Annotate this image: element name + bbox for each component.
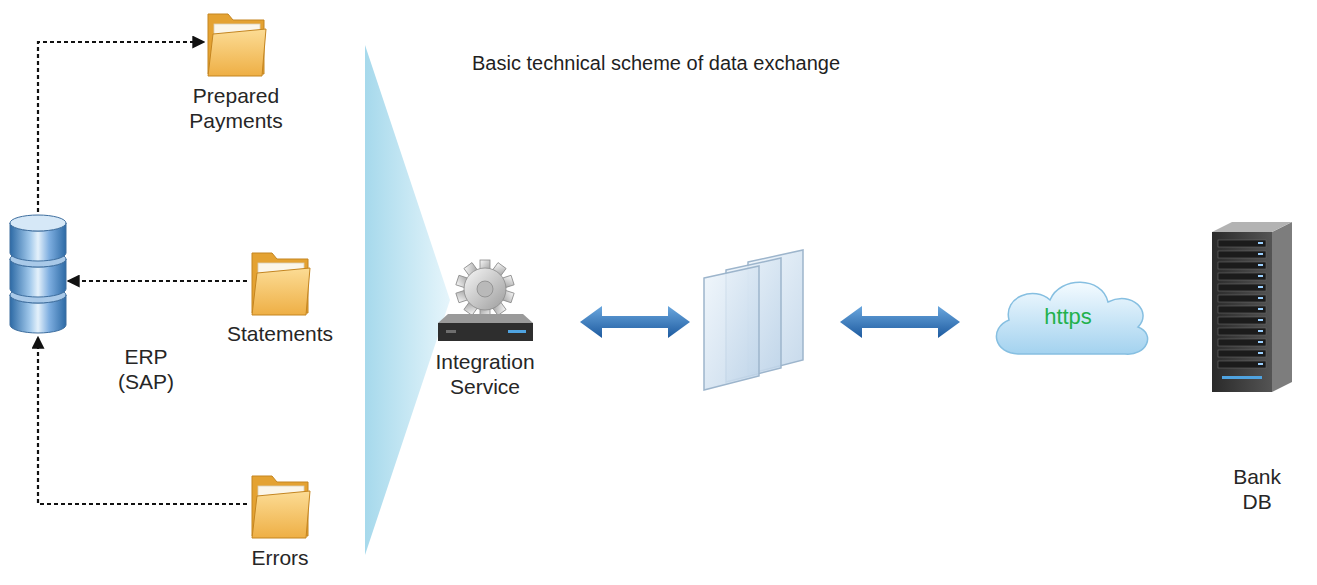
node-label: Prepared Payments: [189, 84, 282, 134]
node-label: Bank DB: [1226, 465, 1288, 515]
double-arrow: [840, 306, 960, 338]
rack-top: [1212, 222, 1292, 232]
rack-led: [1258, 330, 1263, 332]
rack-slot: [1218, 284, 1266, 291]
rack-led: [1258, 264, 1263, 266]
rack-slot: [1218, 251, 1266, 258]
diagram-title: Basic technical scheme of data exchange: [472, 52, 840, 75]
node-icon: [1212, 222, 1292, 394]
node-icon: [250, 468, 310, 540]
double-arrow: [580, 306, 690, 338]
window-stack: [704, 250, 803, 390]
dashed-connector: [38, 337, 247, 504]
rack-slot: [1218, 240, 1266, 247]
folder-node: Prepared Payments: [189, 6, 282, 134]
node-icon: [10, 215, 66, 335]
rack-slot: [1218, 317, 1266, 324]
server-light: [508, 330, 526, 333]
window-pane: [704, 266, 759, 390]
rack-led: [1258, 253, 1263, 255]
cloud-shape: [996, 282, 1147, 354]
rack-led: [1258, 341, 1263, 343]
folder-front: [208, 29, 266, 76]
rack-led: [1258, 286, 1263, 288]
folder-front: [252, 268, 310, 315]
dashed-connector: [38, 42, 204, 212]
server-light: [446, 330, 456, 333]
rack-slot: [1218, 339, 1266, 346]
database-disk-top: [10, 215, 66, 231]
node-label: Errors: [251, 546, 308, 571]
gear-hole: [477, 281, 493, 297]
rack-slot: [1218, 306, 1266, 313]
server-front: [438, 323, 533, 341]
rack-side: [1272, 222, 1292, 392]
focus-triangle: [365, 45, 450, 555]
rack-led: [1258, 275, 1263, 277]
rack-led: [1258, 308, 1263, 310]
rack-led: [1258, 242, 1263, 244]
rack-led: [1258, 319, 1263, 321]
gear-body: [464, 268, 506, 310]
rack-slot: [1218, 350, 1266, 357]
node-text: https: [1044, 304, 1092, 330]
node-text: Integration Service: [435, 350, 534, 400]
node-label: Integration Service: [435, 350, 534, 400]
node-text: ERP (SAP): [118, 345, 174, 395]
folder-node: Errors: [250, 468, 310, 571]
rack-led: [1258, 297, 1263, 299]
gear: [456, 260, 514, 318]
rack-light: [1222, 376, 1262, 379]
node-label: https: [1044, 304, 1092, 330]
database-node: ERP (SAP): [10, 215, 174, 395]
rack-slot: [1218, 262, 1266, 269]
rack-led: [1258, 352, 1263, 354]
node-text: Statements: [227, 322, 333, 347]
rack-slot: [1218, 361, 1266, 368]
node-label: Statements: [227, 322, 333, 347]
rack-slot: [1218, 295, 1266, 302]
folder-front: [252, 491, 310, 538]
rack-led: [1258, 363, 1263, 365]
node-icon: [438, 258, 533, 343]
service-node: Integration Service: [435, 258, 534, 400]
server-top: [438, 314, 533, 323]
node-text: Errors: [251, 546, 308, 571]
server-node: Bank DB: [1212, 222, 1292, 515]
rack-front: [1212, 232, 1272, 392]
rack-slot: [1218, 273, 1266, 280]
node-icon: [250, 245, 310, 317]
dashed-connector: [68, 280, 247, 282]
node-label: ERP (SAP): [118, 345, 174, 395]
folder-node: Statements: [227, 245, 333, 347]
node-text: Prepared Payments: [189, 84, 282, 134]
node-text: Bank DB: [1226, 465, 1288, 515]
node-icon: [206, 6, 266, 78]
rack-slot: [1218, 328, 1266, 335]
cloud-node: https: [985, 272, 1155, 362]
